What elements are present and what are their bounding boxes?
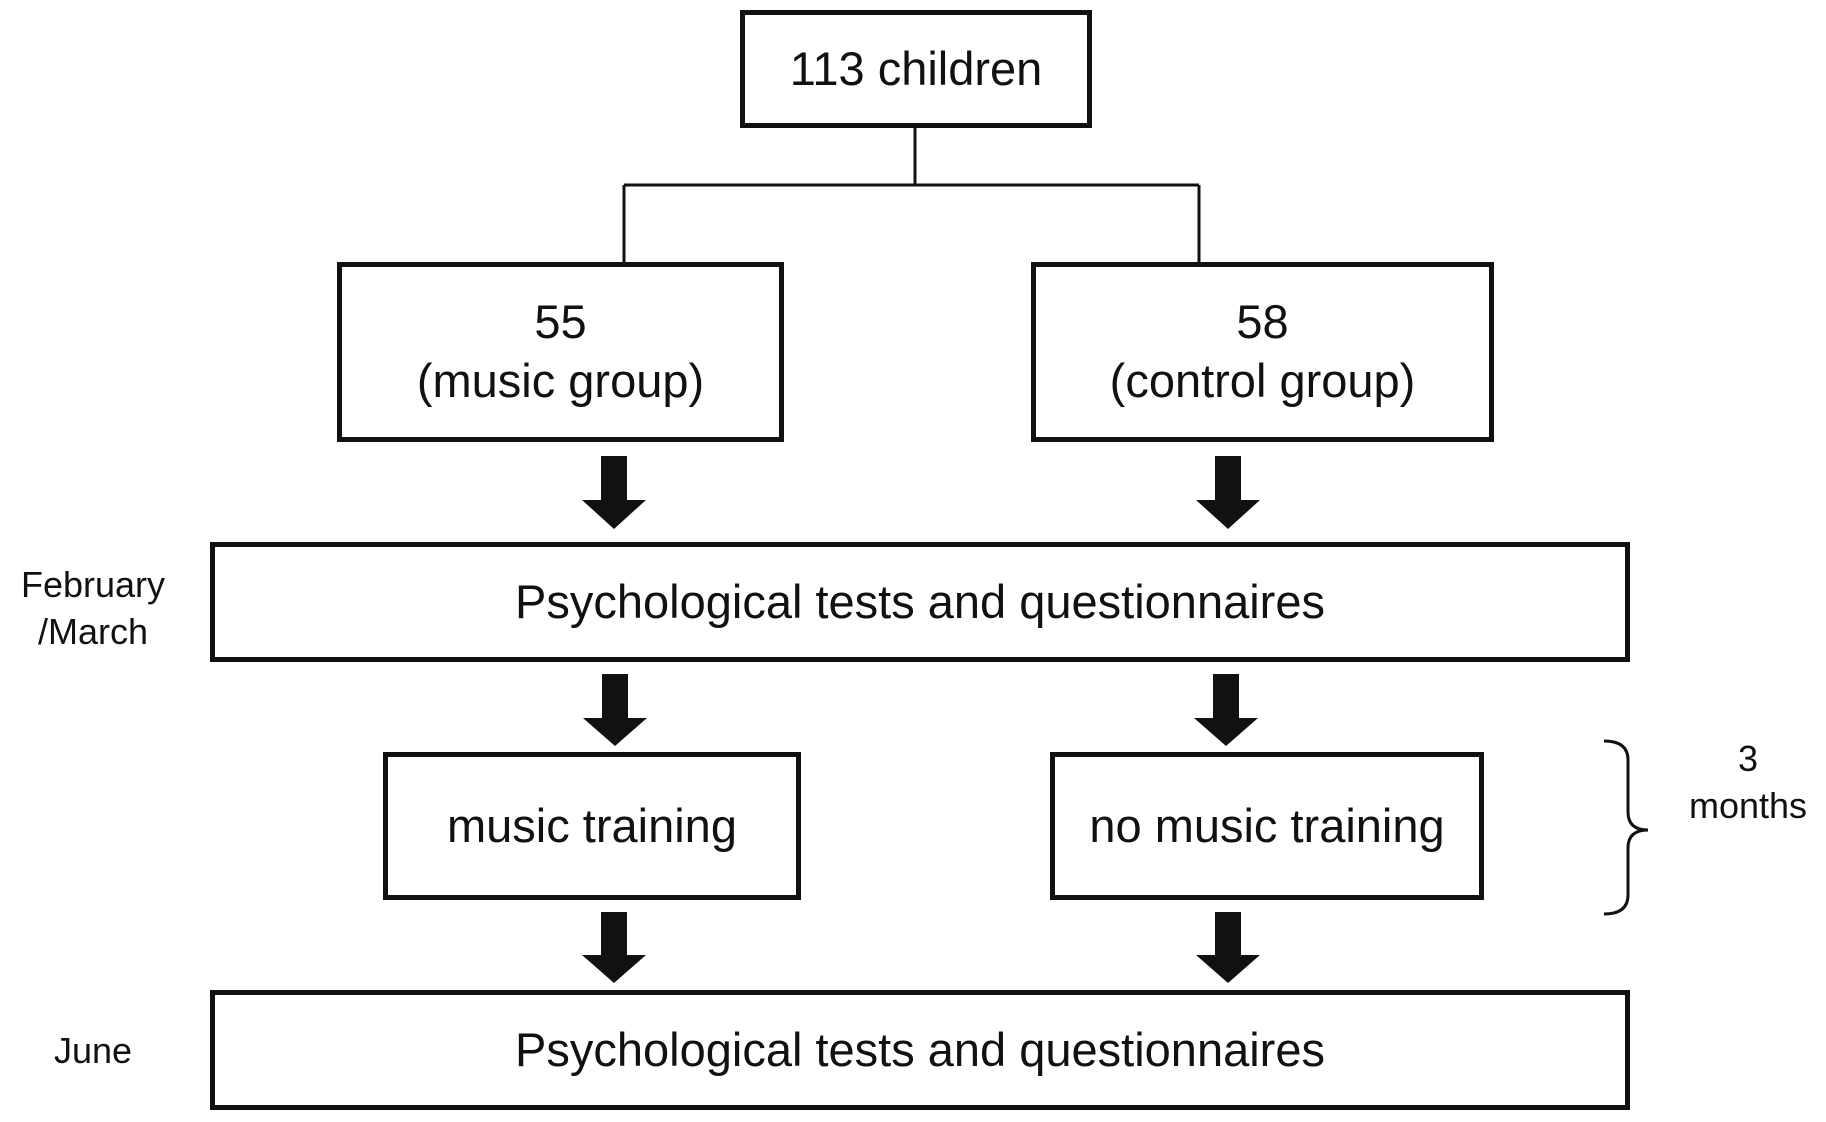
control-group-name: (control group) bbox=[1109, 354, 1416, 407]
root-box: 113 children bbox=[740, 10, 1092, 128]
post-test-time-text: June bbox=[53, 1030, 133, 1071]
pre-test-time-label: February /March bbox=[0, 562, 186, 656]
arrow-down-icon bbox=[582, 912, 646, 983]
duration-line2: months bbox=[1688, 784, 1808, 826]
pre-test-time-line2: /March bbox=[37, 610, 149, 652]
arrow-down-icon bbox=[583, 674, 647, 746]
control-group-count: 58 bbox=[1236, 295, 1289, 349]
post-test-time-label: June bbox=[20, 1028, 166, 1075]
split-connector bbox=[622, 126, 1201, 264]
no-music-training-box: no music training bbox=[1050, 752, 1484, 900]
control-group-box: 58 (control group) bbox=[1031, 262, 1494, 442]
post-test-label: Psychological tests and questionnaires bbox=[515, 1022, 1325, 1076]
pre-test-label: Psychological tests and questionnaires bbox=[515, 574, 1325, 628]
no-music-training-label: no music training bbox=[1089, 798, 1445, 852]
music-group-count: 55 bbox=[534, 295, 587, 349]
post-test-box: Psychological tests and questionnaires bbox=[210, 990, 1630, 1110]
music-training-label: music training bbox=[447, 798, 737, 852]
music-group-name: (music group) bbox=[416, 354, 705, 407]
root-label: 113 children bbox=[789, 41, 1043, 95]
arrow-down-icon bbox=[1196, 456, 1260, 529]
duration-label: 3 months bbox=[1670, 736, 1826, 830]
music-group-box: 55 (music group) bbox=[337, 262, 784, 442]
arrow-down-icon bbox=[1194, 674, 1258, 746]
arrow-down-icon bbox=[1196, 912, 1260, 983]
duration-line1: 3 bbox=[1737, 738, 1759, 779]
arrow-down-icon bbox=[582, 456, 646, 529]
pre-test-box: Psychological tests and questionnaires bbox=[210, 542, 1630, 662]
duration-bracket-icon bbox=[1603, 739, 1649, 916]
music-training-box: music training bbox=[383, 752, 801, 900]
pre-test-time-line1: February bbox=[20, 564, 166, 605]
